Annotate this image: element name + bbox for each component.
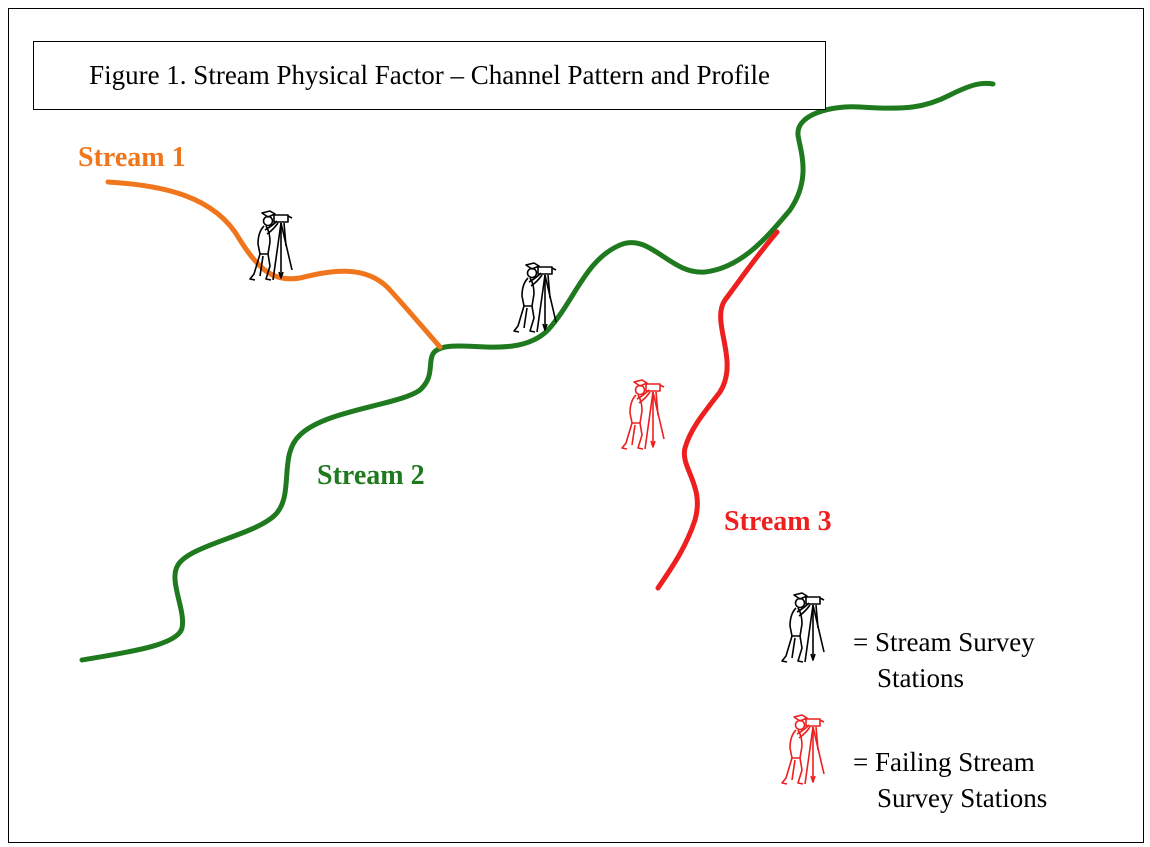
legend-failing-stations-text: = Failing Stream Survey Stations — [853, 744, 1047, 816]
stream-1-label: Stream 1 — [78, 142, 186, 173]
figure-frame — [8, 8, 1144, 843]
stream-1-channel — [105, 179, 443, 350]
legend-equals: = — [853, 627, 869, 657]
legend-equals: = — [853, 747, 869, 777]
legend-survey-station-icon — [781, 592, 825, 663]
legend-survey-stations-text: = Stream Survey Stations — [853, 624, 1035, 696]
stream-2-label: Stream 2 — [317, 460, 425, 491]
stream-2-channel — [79, 80, 996, 663]
failing-survey-station-stream-3 — [621, 379, 665, 450]
stream-3-label: Stream 3 — [724, 506, 832, 537]
legend-survey-line2: Stations — [877, 663, 965, 693]
legend-failing-line1: Failing Stream — [874, 747, 1035, 777]
stream-3-channel — [655, 229, 780, 591]
legend-failing-station-icon — [781, 714, 825, 785]
survey-station-stream-2 — [513, 262, 557, 333]
legend-failing-line2: Survey Stations — [877, 783, 1048, 813]
legend-survey-line1: Stream Survey — [874, 627, 1035, 657]
survey-station-stream-1 — [249, 210, 293, 281]
figure-title: Figure 1. Stream Physical Factor – Chann… — [33, 41, 826, 110]
